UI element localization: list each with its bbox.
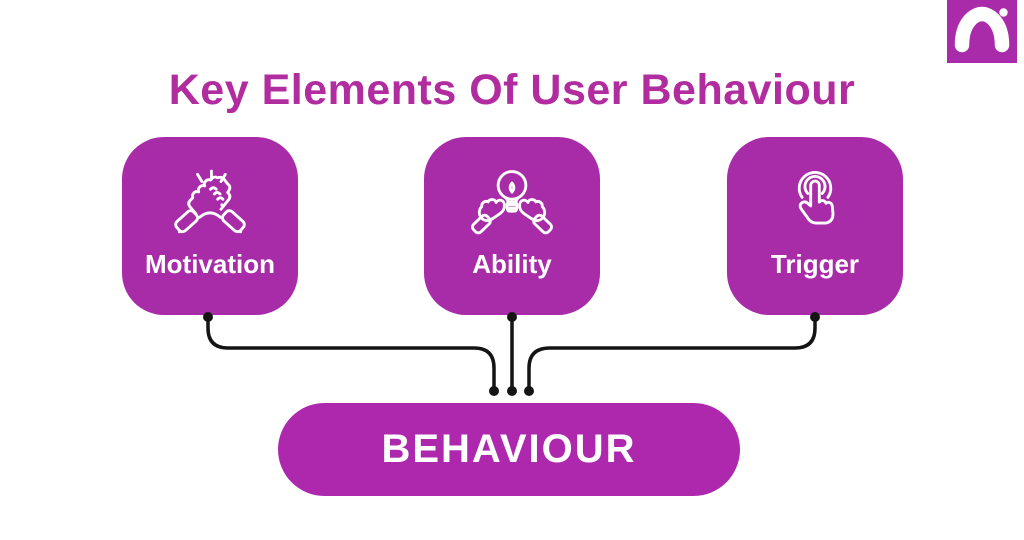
card-label-trigger: Trigger (770, 249, 860, 279)
card-label-motivation: Motivation (145, 249, 275, 279)
fist-bump-celebration-icon (174, 169, 246, 234)
brand-logo (947, 0, 1017, 63)
behaviour-label: BEHAVIOUR (381, 427, 637, 471)
tap-gesture-icon (797, 171, 835, 225)
connector-trigger-to-behaviour (527, 316, 817, 391)
card-ability: Ability (424, 137, 600, 315)
brand-a-mark-icon (954, 6, 1010, 53)
behaviour-pill: BEHAVIOUR (278, 403, 740, 496)
card-trigger: Trigger (727, 137, 903, 315)
card-motivation: Motivation (122, 137, 298, 315)
connector-motivation-to-behaviour (206, 316, 496, 391)
connector-dots (203, 312, 820, 396)
hands-holding-lightbulb-icon (471, 170, 553, 235)
page-title: Key Elements Of User Behaviour (168, 66, 856, 114)
card-label-ability: Ability (472, 249, 552, 279)
